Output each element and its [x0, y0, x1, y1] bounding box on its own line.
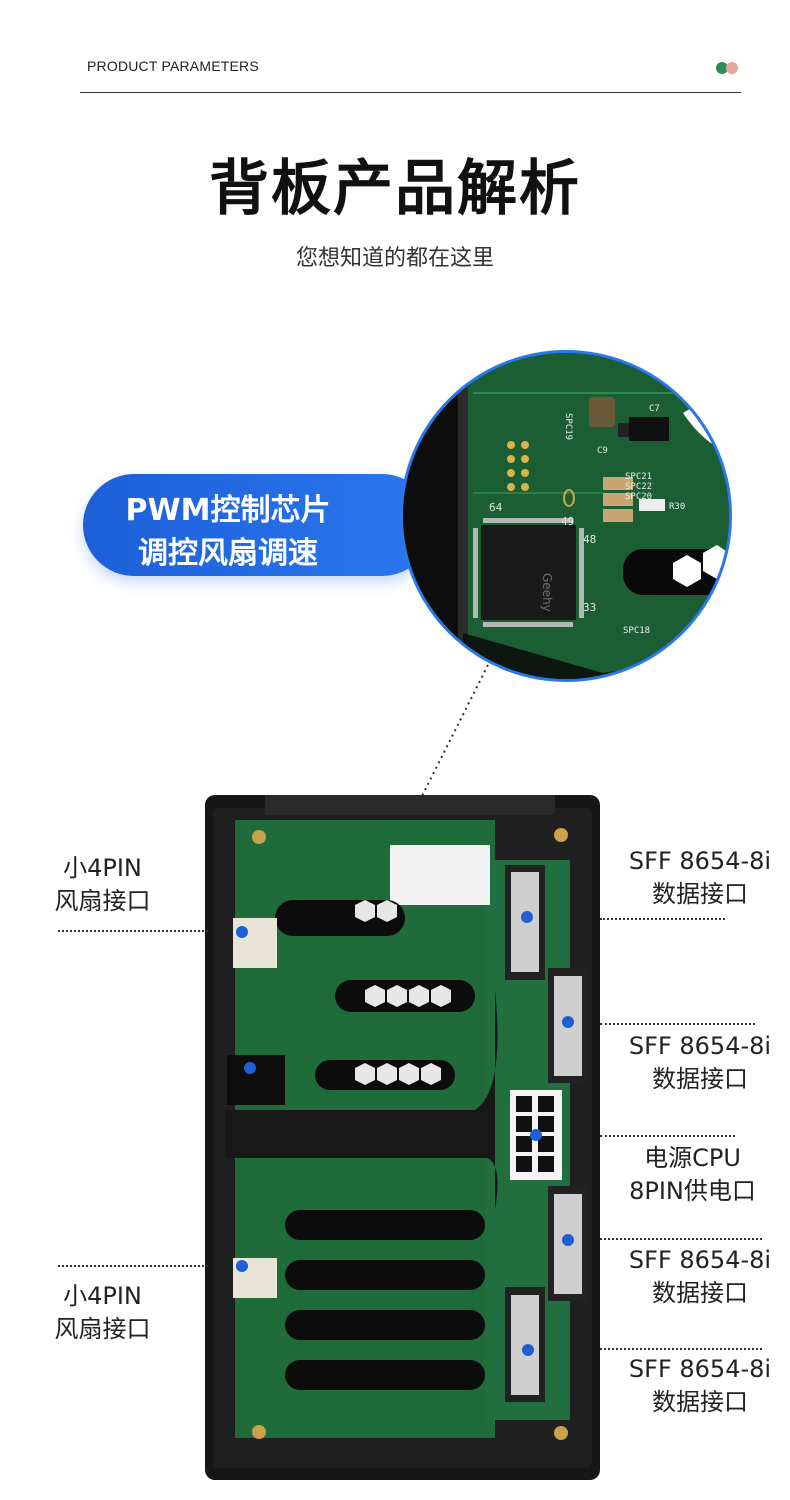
sff-1-leader: [600, 918, 725, 920]
power-label-line2: 8PIN供电口: [629, 1177, 756, 1205]
power-label: 电源CPU 8PIN供电口: [605, 1142, 780, 1208]
fan-label-top-line1: 小4PIN: [63, 854, 142, 882]
pin-label: 33: [583, 601, 596, 614]
pin-label: 48: [583, 533, 596, 546]
page-title: 背板产品解析: [209, 154, 581, 224]
chip-brand-text: Geehy: [540, 573, 554, 612]
callout-line-1: PWM控制芯片: [125, 493, 331, 528]
fan-bottom-leader: [58, 1265, 208, 1267]
backplane-device: [205, 795, 600, 1480]
pin-label: 64: [489, 501, 503, 514]
sff-4-leader: [600, 1348, 762, 1350]
page-subtitle: 您想知道的都在这里: [295, 246, 494, 271]
pwm-callout-pill: [83, 474, 433, 576]
sff-label-2-line1: SFF 8654-8i: [628, 1032, 772, 1060]
header-divider: [80, 92, 741, 93]
section-title: PRODUCT PARAMETERS: [87, 58, 259, 74]
sff-2-leader: [600, 1023, 755, 1025]
sff-label-3-line2: 数据接口: [652, 1279, 748, 1307]
sff-3-leader: [600, 1238, 762, 1240]
power-leader: [600, 1135, 735, 1137]
ref-label: SPC20: [625, 492, 652, 502]
sff-label-3-line1: SFF 8654-8i: [628, 1246, 772, 1274]
sff-label-1-line1: SFF 8654-8i: [628, 847, 772, 875]
sff-label-1: SFF 8654-8i 数据接口: [615, 845, 785, 911]
ref-label: SPC21: [625, 472, 652, 482]
fan-label-top-line2: 风扇接口: [54, 887, 151, 915]
ref-label: SPC18: [623, 626, 650, 636]
ref-label: C7: [649, 404, 660, 414]
pink-dot-icon: [726, 62, 738, 74]
green-dot-icon: [716, 62, 728, 74]
pwm-chip-zoom: Geehy 64 49 48 33 SPC19 C7 C9 SPC21 SPC2…: [400, 350, 732, 682]
fan-label-bottom-line1: 小4PIN: [63, 1282, 142, 1310]
power-label-line1: 电源CPU: [644, 1144, 741, 1172]
sff-label-4: SFF 8654-8i 数据接口: [615, 1353, 785, 1419]
fan-label-bottom-line2: 风扇接口: [54, 1315, 151, 1343]
fan-label-top: 小4PIN 风扇接口: [45, 852, 160, 918]
sff-label-2: SFF 8654-8i 数据接口: [615, 1030, 785, 1096]
sff-label-4-line1: SFF 8654-8i: [628, 1355, 772, 1383]
sff-label-4-line2: 数据接口: [652, 1388, 748, 1416]
fan-top-leader: [58, 930, 208, 932]
fan-label-bottom: 小4PIN 风扇接口: [45, 1280, 160, 1346]
pin-label: 49: [561, 515, 574, 528]
sff-label-2-line2: 数据接口: [652, 1065, 748, 1093]
zoom-leader-line: [419, 664, 489, 801]
sff-label-1-line2: 数据接口: [652, 880, 748, 908]
ref-label: SPC22: [625, 482, 652, 492]
ref-label: SPC19: [563, 413, 573, 440]
ref-label: C9: [597, 446, 608, 456]
ref-label: R30: [669, 502, 685, 512]
callout-line-2: 调控风扇调速: [138, 536, 318, 571]
sff-label-3: SFF 8654-8i 数据接口: [615, 1244, 785, 1310]
